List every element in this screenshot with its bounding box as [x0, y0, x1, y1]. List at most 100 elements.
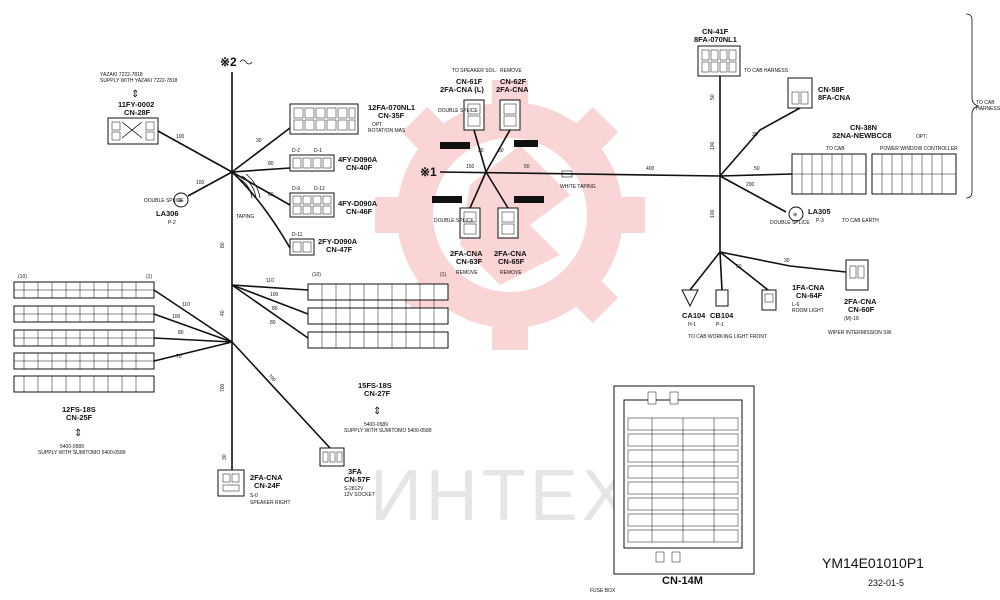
- svg-text:HARNESS: HARNESS: [976, 106, 1000, 112]
- cn64f-code: 1FA-CNA: [792, 283, 825, 292]
- ca104-name: CA104: [682, 311, 706, 320]
- cn60f-code: 2FA-CNA: [844, 297, 877, 306]
- connector-cn-41f: CN-41F 8FA-070NL1 TO CAB HARNESS 50 100: [694, 27, 789, 176]
- svg-text:D-2: D-2: [292, 148, 300, 154]
- cn64f-note: ROOM LIGHT: [792, 308, 824, 314]
- cn60f-name: CN-60F: [848, 305, 875, 314]
- connector-cb104: CB104 P-1: [710, 251, 734, 328]
- cn64f-name: CN-64F: [796, 291, 823, 300]
- la305-sub: P-3: [816, 218, 824, 224]
- cn25f-supply: 5400-0589: [60, 444, 84, 450]
- cn47f-name: CN-47F: [326, 245, 353, 254]
- cn60f-note: WIPER INTERMISSION SW.: [828, 330, 892, 336]
- connector-cn-57f: 700 3FA CN-57F S-2812V 12V SOCKET: [231, 341, 375, 498]
- arrow-icon: ⇕: [131, 89, 139, 100]
- cn41f-note: TO CAB HARNESS: [744, 68, 789, 74]
- cn28f-name: CN-28F: [124, 108, 151, 117]
- wire-len: 80: [268, 161, 274, 167]
- connector-cn-65f: 2FA-CNA CN-65F REMOVE: [485, 171, 544, 276]
- cn14m-fuse: FUSE BOX: [590, 588, 616, 594]
- cn40f-name: CN-40F: [346, 163, 373, 172]
- cn35f-name: CN-35F: [378, 111, 405, 120]
- cn63f-name: CN-63F: [456, 257, 483, 266]
- cb104-name: CB104: [710, 311, 734, 320]
- svg-text:D-9: D-9: [292, 186, 300, 192]
- wire-len: 100: [710, 141, 716, 150]
- cn58f-code: 8FA-CNA: [818, 93, 851, 102]
- wire-len: 50: [710, 94, 716, 100]
- wire-len: 100: [710, 209, 716, 218]
- left-spine: ※2 80 40 700 TAPING: [220, 55, 261, 440]
- wire-len: 50: [736, 264, 742, 270]
- wire-len: 70: [176, 354, 182, 360]
- wire-len: 50: [754, 166, 760, 172]
- la306-name: LA306: [156, 209, 179, 218]
- connector-cn-28f: YAZAKI 7222-7818 SUPPLY WITH YAZAKI 7222…: [100, 72, 233, 173]
- connector-stack-center: (10)(1) 110 100 80 80: [231, 272, 449, 349]
- fuse-rows: [627, 417, 739, 543]
- cn46f-name: CN-46F: [346, 207, 373, 216]
- la305-name: LA305: [808, 207, 831, 216]
- svg-text:⊕: ⊕: [178, 198, 182, 204]
- wire-len: 30: [498, 148, 504, 154]
- connector-cn-27f-label: 15FS-18S CN-27F ⇕ 5400-0589 SUPPLY WITH …: [344, 381, 432, 434]
- connector-cn-24f: 30 2FA-CNA CN-24F S-0 SPEAKER RIGHT: [217, 440, 291, 506]
- svg-text:(10): (10): [312, 272, 321, 278]
- cn35f-pins: [293, 107, 356, 131]
- wire-len: 100: [196, 180, 205, 186]
- cn38n-opt: OPT.: [916, 134, 927, 140]
- svg-text:⊕: ⊕: [793, 212, 797, 218]
- cn25f-name: CN-25F: [66, 413, 93, 422]
- arrow-icon: ⇕: [373, 406, 381, 417]
- wire-len: 400: [646, 166, 655, 172]
- svg-text:TO SPEAKER SOL.: TO SPEAKER SOL.: [452, 68, 497, 74]
- cn41f-name: CN-41F: [702, 27, 729, 36]
- svg-text:(1): (1): [440, 272, 446, 278]
- svg-text:(10): (10): [18, 274, 27, 280]
- cn38n-name: CN-38N: [850, 123, 877, 132]
- connector-cn-25f: (10)(1) 110 100 80: [13, 274, 233, 456]
- wire-len: 110: [182, 302, 190, 308]
- svg-text:D-1: D-1: [314, 148, 322, 154]
- cn58f-name: CN-58F: [818, 85, 845, 94]
- doc-code: YM14E01010P1: [822, 555, 924, 571]
- wire-len: 700: [220, 383, 226, 392]
- spine-left-label: ※2: [220, 55, 237, 69]
- svg-text:D-12: D-12: [314, 186, 325, 192]
- wire-len: 100: [270, 292, 279, 298]
- cn60f-sub: (M)-18: [844, 316, 859, 322]
- cn38n-code: 32NA-NEWBCC8: [832, 131, 892, 140]
- svg-text:SUPPLY WITH SUMITOMO 5400-0589: SUPPLY WITH SUMITOMO 5400-0589: [344, 428, 432, 434]
- wire-len: 40: [220, 310, 226, 316]
- wire-len: 80: [268, 192, 274, 198]
- white-taping-label: WHITE TAPING: [560, 184, 596, 190]
- wire-len: 30: [784, 258, 790, 264]
- la305-note: TO CAB EARTH: [842, 218, 879, 224]
- la305-splice: DOUBLE SPLICE: [770, 220, 810, 226]
- wire-len: 30: [222, 454, 228, 460]
- wire-len: 30: [256, 138, 262, 144]
- bracket: [965, 13, 980, 199]
- cn47f-code: 2FY-D090A: [318, 237, 358, 246]
- cn24f-sub: S-0: [250, 493, 258, 499]
- cn25f-row: [13, 375, 155, 393]
- connector-cn-60f: 30 50 2FA-CNA CN-60F (M)-18 WIPER INTERM…: [719, 251, 892, 336]
- cn38n-pins: [792, 154, 956, 194]
- cn35f-opt: OPT.: [372, 122, 383, 128]
- wire-len: 80: [272, 306, 278, 312]
- cn61f-code: 2FA-CNA (L): [440, 85, 484, 94]
- cn57f-sub: S-2812V: [344, 486, 364, 492]
- cn57f-note: 12V SOCKET: [344, 492, 375, 498]
- arrow-icon: ⇕: [74, 428, 82, 439]
- svg-text:DOUBLE SPLICE: DOUBLE SPLICE: [434, 218, 474, 224]
- connector-cn-47f: D-11 2FY-D090A CN-47F: [231, 171, 358, 256]
- watermark-text: ИНТЕХ: [370, 456, 634, 536]
- wire-len: 100: [176, 134, 185, 140]
- cn27f-name: CN-27F: [364, 389, 391, 398]
- taping-label: TAPING: [236, 214, 254, 220]
- cn63f-code: 2FA-CNA: [450, 249, 483, 258]
- cn28f-supply: YAZAKI 7222-7818: [100, 72, 143, 78]
- cn25f-code: 12FS-18S: [62, 405, 96, 414]
- connector-cn-62f: REMOVE CN-62F 2FA-CNA 30 30: [440, 68, 538, 173]
